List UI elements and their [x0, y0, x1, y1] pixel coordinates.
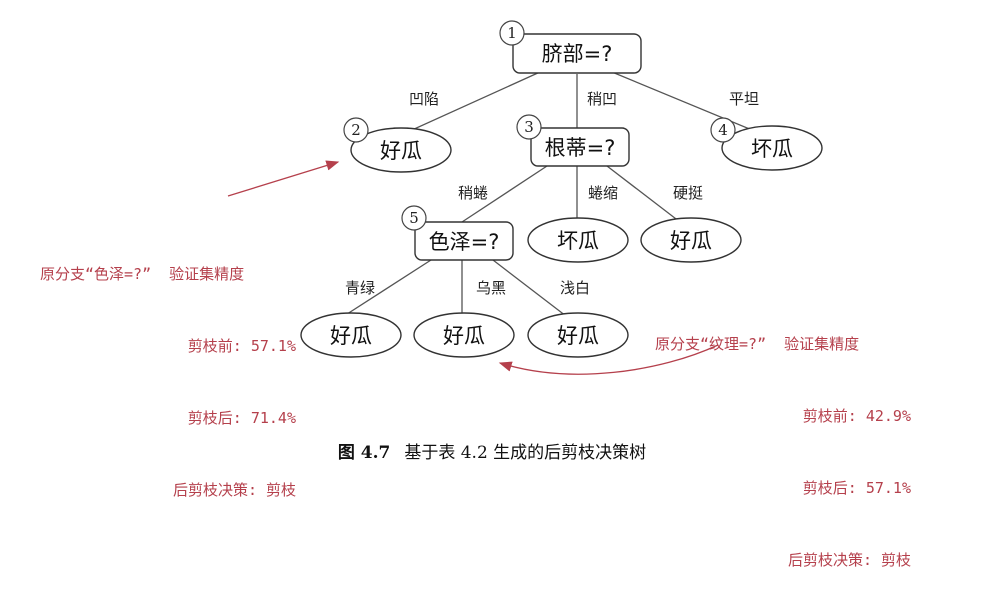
right-annotation-decision: 后剪枝决策: 剪枝 — [787, 551, 911, 569]
right-annotation-arrow — [498, 344, 719, 375]
node-4-badge — [710, 117, 736, 143]
leaf-stiff-good-melon: 好瓜 — [640, 217, 742, 263]
leaf-curled-bad-melon: 坏瓜 — [527, 217, 629, 263]
figure-number: 图 4.7 — [337, 443, 391, 463]
leaf-pale-label: 好瓜 — [557, 324, 599, 348]
tree-edges — [343, 71, 753, 317]
node-4-label: 坏瓜 — [751, 137, 793, 161]
left-annotation-arrow — [227, 160, 340, 197]
edge-label-curled: 蜷缩 — [588, 184, 618, 202]
edge-label-slightly-concave: 稍凹 — [587, 90, 617, 108]
left-annotation: 原分支“色泽=?” 验证集精度 剪枝前: 57.1% 剪枝后: 71.4% 后剪… — [40, 214, 296, 526]
edge-label-black: 乌黑 — [476, 279, 506, 297]
leaf-black-good-melon: 好瓜 — [413, 312, 515, 358]
leaf-pale-good-melon: 好瓜 — [527, 312, 629, 358]
node-2-number: 2 — [351, 121, 361, 139]
node-1-badge — [499, 20, 525, 46]
leaf-green-label: 好瓜 — [330, 324, 372, 348]
leaf-black-label: 好瓜 — [443, 324, 485, 348]
node-5-number: 5 — [409, 209, 419, 227]
node-4-bad-melon: 坏瓜 4 — [710, 117, 823, 171]
node-5-badge — [401, 205, 427, 231]
node-4-number: 4 — [718, 121, 728, 139]
leaf-stiff-label: 好瓜 — [670, 229, 712, 253]
edge-label-green: 青绿 — [345, 279, 375, 297]
edge-label-flat: 平坦 — [729, 90, 759, 108]
left-annotation-before: 剪枝前: 57.1% — [187, 337, 296, 355]
node-5-label: 色泽=? — [429, 230, 500, 254]
node-1-number: 1 — [507, 24, 517, 42]
node-5-color: 色泽=? 5 — [401, 205, 514, 261]
left-annotation-title: 原分支“色泽=?” 验证集精度 — [40, 265, 245, 283]
right-annotation-title: 原分支“纹理=?” 验证集精度 — [655, 335, 860, 353]
node-3-label: 根蒂=? — [545, 136, 616, 160]
leaf-green-good-melon: 好瓜 — [300, 312, 402, 358]
node-1-label: 脐部=? — [542, 42, 613, 66]
left-annotation-decision: 后剪枝决策: 剪枝 — [172, 481, 296, 499]
leaf-curled-label: 坏瓜 — [557, 229, 599, 253]
figure-caption-text: 基于表 4.2 生成的后剪枝决策树 — [404, 443, 647, 463]
left-annotation-after: 剪枝后: 71.4% — [187, 409, 296, 427]
decision-tree-diagram: 凹陷 稍凹 平坦 稍蜷 蜷缩 硬挺 青绿 乌黑 浅白 脐部=? 1 好瓜 2 根… — [227, 20, 823, 375]
node-3-badge — [516, 114, 542, 140]
edge-label-concave: 凹陷 — [409, 90, 439, 108]
node-2-badge — [343, 117, 369, 143]
edge-label-stiff: 硬挺 — [673, 184, 703, 202]
edge-label-slightly-curled: 稍蜷 — [458, 184, 488, 202]
node-3-number: 3 — [524, 118, 534, 136]
node-3-root: 根蒂=? 3 — [516, 114, 630, 167]
node-2-good-melon: 好瓜 2 — [343, 117, 452, 173]
figure-caption: 图 4.7 基于表 4.2 生成的后剪枝决策树 — [0, 438, 984, 463]
node-1-navel: 脐部=? 1 — [499, 20, 642, 74]
right-annotation-after: 剪枝后: 57.1% — [802, 479, 911, 497]
node-2-label: 好瓜 — [380, 139, 422, 163]
right-annotation-before: 剪枝前: 42.9% — [802, 407, 911, 425]
edge-label-pale: 浅白 — [560, 279, 590, 297]
